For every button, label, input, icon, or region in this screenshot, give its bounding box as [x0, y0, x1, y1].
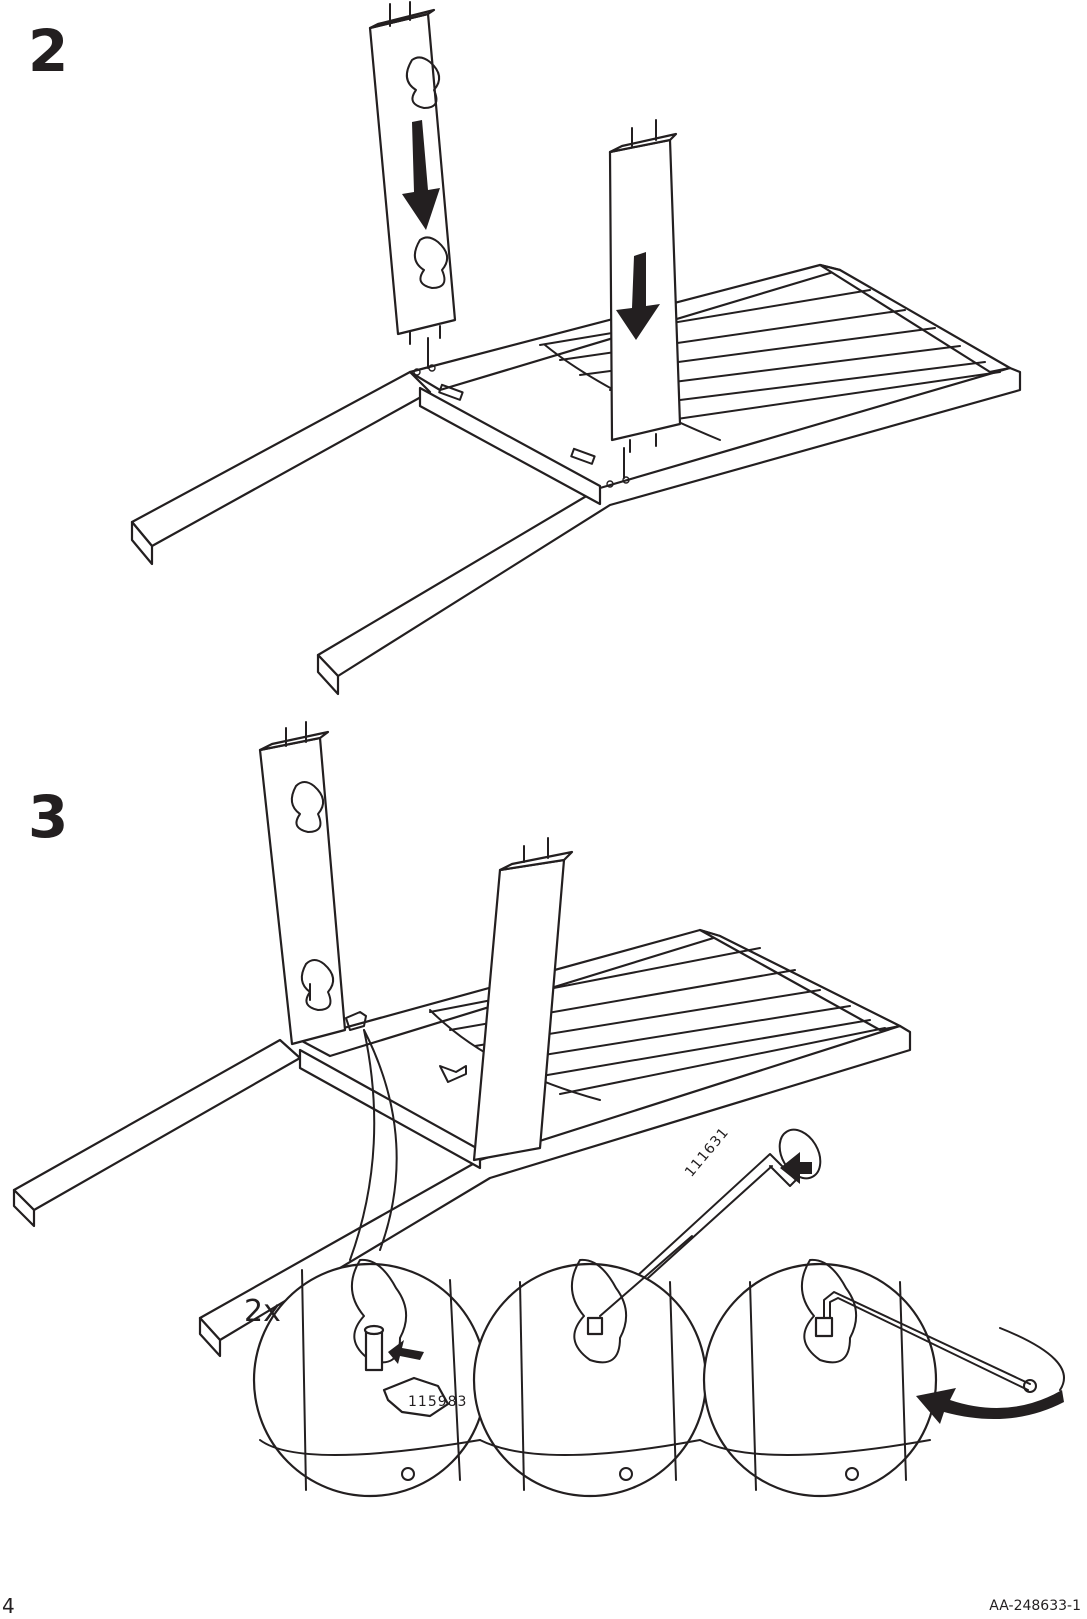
down-arrow-icon	[402, 120, 440, 230]
part-number-bolt: 115983	[408, 1394, 468, 1410]
push-arrow-icon	[388, 1340, 424, 1364]
detail-view-1	[252, 1258, 488, 1498]
step-3-number: 3	[28, 783, 68, 851]
page-number: 4	[2, 1594, 15, 1618]
rotate-icon	[778, 1128, 822, 1184]
allen-key	[599, 1153, 797, 1317]
quantity-label: 2x	[244, 1294, 281, 1329]
rotate-arrow-icon	[916, 1388, 1064, 1424]
detail-view-3	[699, 1258, 1065, 1498]
frame-right-rail	[316, 366, 1022, 678]
leg-2	[608, 119, 682, 453]
part-number-allen-key: 111631	[682, 1124, 733, 1181]
seat-slats	[539, 289, 1001, 441]
leg-1	[368, 1, 457, 345]
step-2-illustration	[130, 1, 1022, 696]
detail-view-2	[472, 1235, 708, 1498]
document-code: AA-248633-1	[989, 1598, 1081, 1614]
leg-a	[258, 721, 367, 1046]
down-arrow-icon	[616, 252, 660, 340]
leg-b	[472, 837, 574, 1162]
frame-left-rail	[130, 370, 432, 548]
step-2-number: 2	[28, 17, 68, 85]
